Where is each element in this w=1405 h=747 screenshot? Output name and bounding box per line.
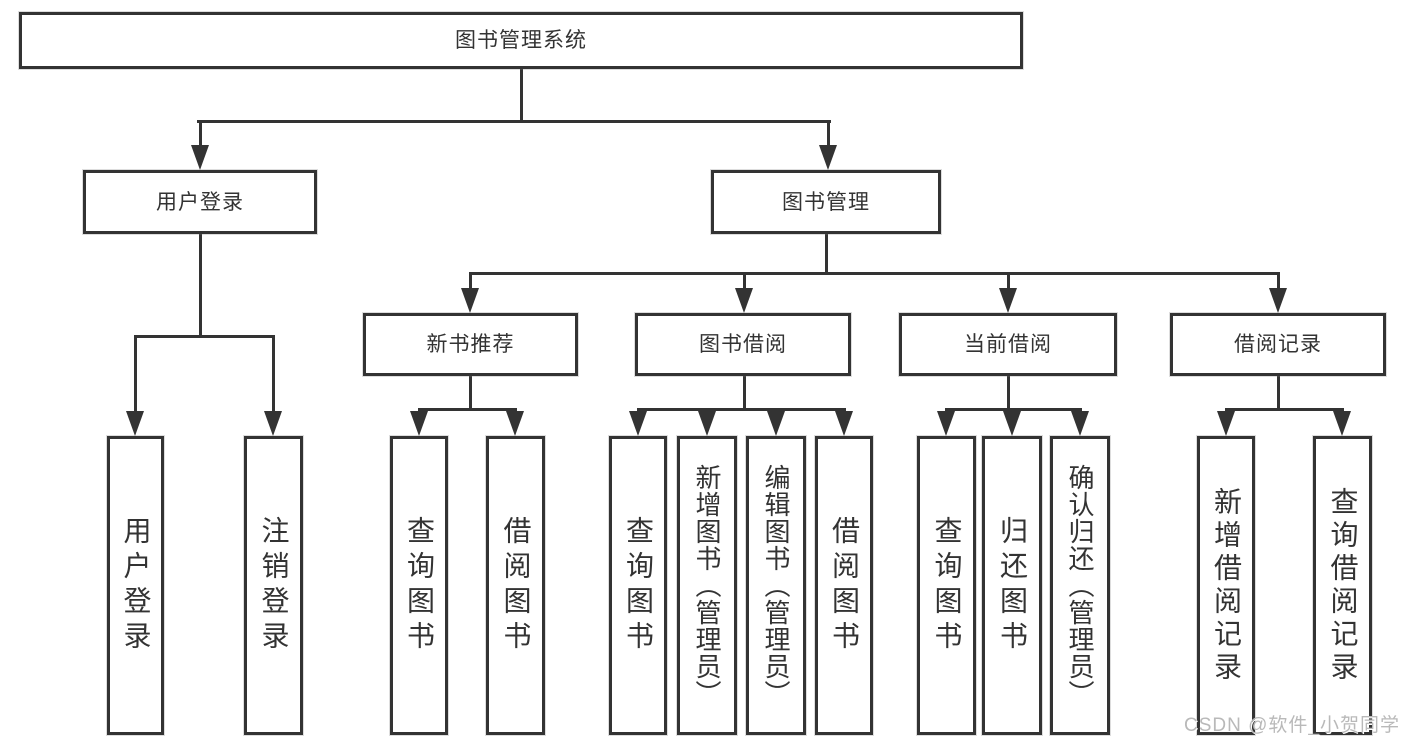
- leaf-borrow-books-recommend: 借阅图书: [486, 436, 545, 735]
- connector-line: [827, 120, 830, 148]
- connector-line: [197, 120, 831, 123]
- branch-current-borrow: 当前借阅: [899, 313, 1117, 376]
- arrow-down-icon: [629, 411, 647, 436]
- arrow-down-icon: [937, 411, 955, 436]
- leaf-add-books-admin: 新增图书（管理员）: [677, 436, 737, 735]
- connector-line: [134, 335, 137, 412]
- leaf-label: 查询图书: [404, 515, 435, 656]
- arrow-down-icon: [767, 411, 785, 436]
- leaf-query-books-borrow: 查询图书: [609, 436, 667, 735]
- connector-line: [134, 335, 275, 338]
- leaf-label: 新增借阅记录: [1211, 486, 1242, 685]
- leaf-label: 查询图书: [931, 515, 963, 656]
- connector-line: [469, 272, 472, 290]
- leaf-label: 新增图书（管理员）: [692, 464, 722, 707]
- connector-line: [1277, 376, 1280, 411]
- connector-line: [520, 69, 523, 122]
- arrow-down-icon: [999, 288, 1017, 313]
- arrow-down-icon: [126, 411, 144, 436]
- leaf-borrow-books: 借阅图书: [815, 436, 873, 735]
- branch-label: 图书借阅: [699, 333, 787, 356]
- leaf-label: 注销登录: [258, 515, 290, 656]
- leaf-add-borrow-record: 新增借阅记录: [1197, 436, 1255, 735]
- arrow-down-icon: [191, 145, 209, 170]
- leaf-label: 用户登录: [120, 515, 152, 656]
- connector-line: [199, 120, 202, 148]
- leaf-edit-books-admin: 编辑图书（管理员）: [746, 436, 806, 735]
- leaf-label: 借阅图书: [829, 515, 860, 656]
- connector-line: [743, 376, 746, 411]
- connector-line: [743, 272, 746, 290]
- arrow-down-icon: [461, 288, 479, 313]
- leaf-label: 查询图书: [623, 515, 654, 656]
- leaf-label: 借阅图书: [500, 515, 532, 656]
- node-book-management-label: 图书管理: [782, 190, 870, 214]
- node-book-management: 图书管理: [711, 170, 941, 234]
- leaf-label: 查询借阅记录: [1327, 486, 1359, 685]
- connector-line: [469, 376, 472, 411]
- connector-line: [637, 408, 846, 411]
- connector-line: [1225, 408, 1344, 411]
- node-root-label: 图书管理系统: [455, 29, 587, 52]
- branch-label: 借阅记录: [1234, 333, 1322, 356]
- arrow-down-icon: [735, 288, 753, 313]
- arrow-down-icon: [835, 411, 853, 436]
- connector-line: [272, 335, 275, 412]
- leaf-logout: 注销登录: [244, 436, 303, 735]
- branch-new-book-recommend: 新书推荐: [363, 313, 578, 376]
- leaf-label: 编辑图书（管理员）: [761, 464, 791, 707]
- arrow-down-icon: [1269, 288, 1287, 313]
- connector-line: [469, 272, 1279, 275]
- leaf-label: 归还图书: [997, 515, 1028, 656]
- node-user-login: 用户登录: [83, 170, 317, 234]
- branch-book-borrow: 图书借阅: [635, 313, 851, 376]
- arrow-down-icon: [1071, 411, 1089, 436]
- arrow-down-icon: [698, 411, 716, 436]
- connector-line: [199, 234, 202, 336]
- connector-line: [825, 234, 828, 275]
- branch-label: 新书推荐: [426, 333, 515, 356]
- leaf-query-books-recommend: 查询图书: [390, 436, 448, 735]
- arrow-down-icon: [1217, 411, 1235, 436]
- arrow-down-icon: [819, 145, 837, 170]
- arrow-down-icon: [506, 411, 524, 436]
- leaf-query-borrow-record: 查询借阅记录: [1313, 436, 1372, 735]
- leaf-confirm-return-admin: 确认归还（管理员）: [1050, 436, 1110, 735]
- arrow-down-icon: [264, 411, 282, 436]
- node-root: 图书管理系统: [19, 12, 1023, 69]
- arrow-down-icon: [1333, 411, 1351, 436]
- connector-line: [418, 408, 517, 411]
- leaf-return-books: 归还图书: [982, 436, 1042, 735]
- leaf-label: 确认归还（管理员）: [1065, 464, 1095, 707]
- branch-borrow-records: 借阅记录: [1170, 313, 1386, 376]
- connector-line: [1007, 376, 1010, 411]
- leaf-user-login: 用户登录: [107, 436, 164, 735]
- leaf-query-books-current: 查询图书: [917, 436, 976, 735]
- node-user-login-label: 用户登录: [156, 190, 244, 214]
- csdn-watermark: CSDN @软件_小贺同学: [1184, 715, 1400, 736]
- arrow-down-icon: [410, 411, 428, 436]
- arrow-down-icon: [1003, 411, 1021, 436]
- branch-label: 当前借阅: [964, 333, 1052, 356]
- connector-line: [1277, 272, 1280, 290]
- connector-line: [1007, 272, 1010, 290]
